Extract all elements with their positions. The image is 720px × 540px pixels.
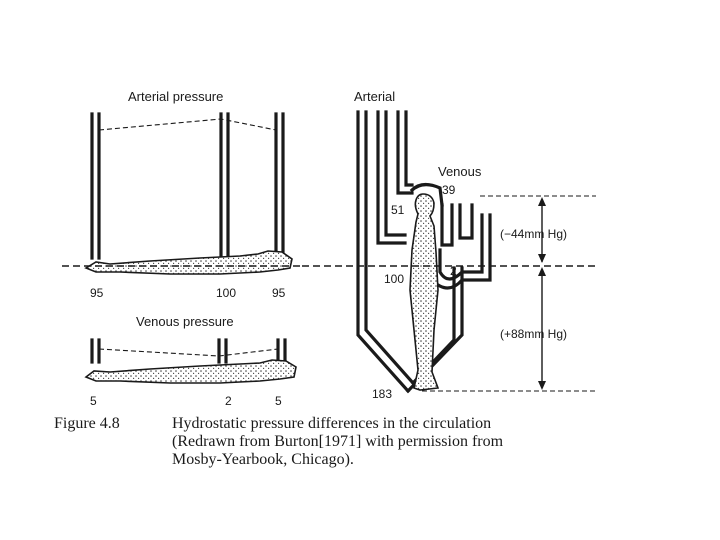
figure-caption: Figure 4.8 Hydrostatic pressure differen… xyxy=(54,415,504,468)
supine-venous-manometers xyxy=(90,338,287,364)
bracket-upper-label: (−44mm Hg) xyxy=(500,227,567,241)
standing-value-venous-head: 39 xyxy=(442,183,456,197)
supine-venous-value-head: 5 xyxy=(275,394,282,408)
supine-body-top xyxy=(84,250,293,275)
standing-panel: Arterial Venous xyxy=(302,89,596,401)
standing-value-arterial-head: 51 xyxy=(391,203,405,217)
supine-arterial-value-heart: 100 xyxy=(216,286,236,300)
arterial-label: Arterial xyxy=(354,89,395,104)
standing-body xyxy=(409,193,440,391)
supine-arterial-value-head: 95 xyxy=(272,286,286,300)
supine-arterial-manometers xyxy=(90,112,285,260)
bracket-lower-label: (+88mm Hg) xyxy=(500,327,567,341)
caption-line-2: (Redrawn from Burton[1971] with permissi… xyxy=(172,433,504,450)
figure-number: Figure 4.8 xyxy=(54,415,120,432)
caption-line-3: Mosby-Yearbook, Chicago). xyxy=(172,451,354,468)
standing-value-feet: 183 xyxy=(372,387,392,401)
standing-value-arterial-heart: 100 xyxy=(384,272,404,286)
venous-label: Venous xyxy=(438,164,482,179)
pressure-brackets xyxy=(538,197,546,390)
supine-venous-value-heart: 2 xyxy=(225,394,232,408)
arterial-manometer xyxy=(356,110,464,394)
caption-line-1: Hydrostatic pressure differences in the … xyxy=(172,415,491,432)
supine-arterial-panel: Arterial pressure 95 100 95 xyxy=(62,89,300,300)
supine-arterial-value-feet: 95 xyxy=(90,286,104,300)
supine-body-bottom xyxy=(84,359,297,384)
supine-venous-value-feet: 5 xyxy=(90,394,97,408)
venous-pressure-label: Venous pressure xyxy=(136,314,234,329)
arterial-pressure-label: Arterial pressure xyxy=(128,89,223,104)
standing-value-venous-heart: 2 xyxy=(450,264,457,278)
supine-venous-panel: Venous pressure 5 2 5 xyxy=(84,314,297,408)
venous-manometer xyxy=(409,182,492,290)
